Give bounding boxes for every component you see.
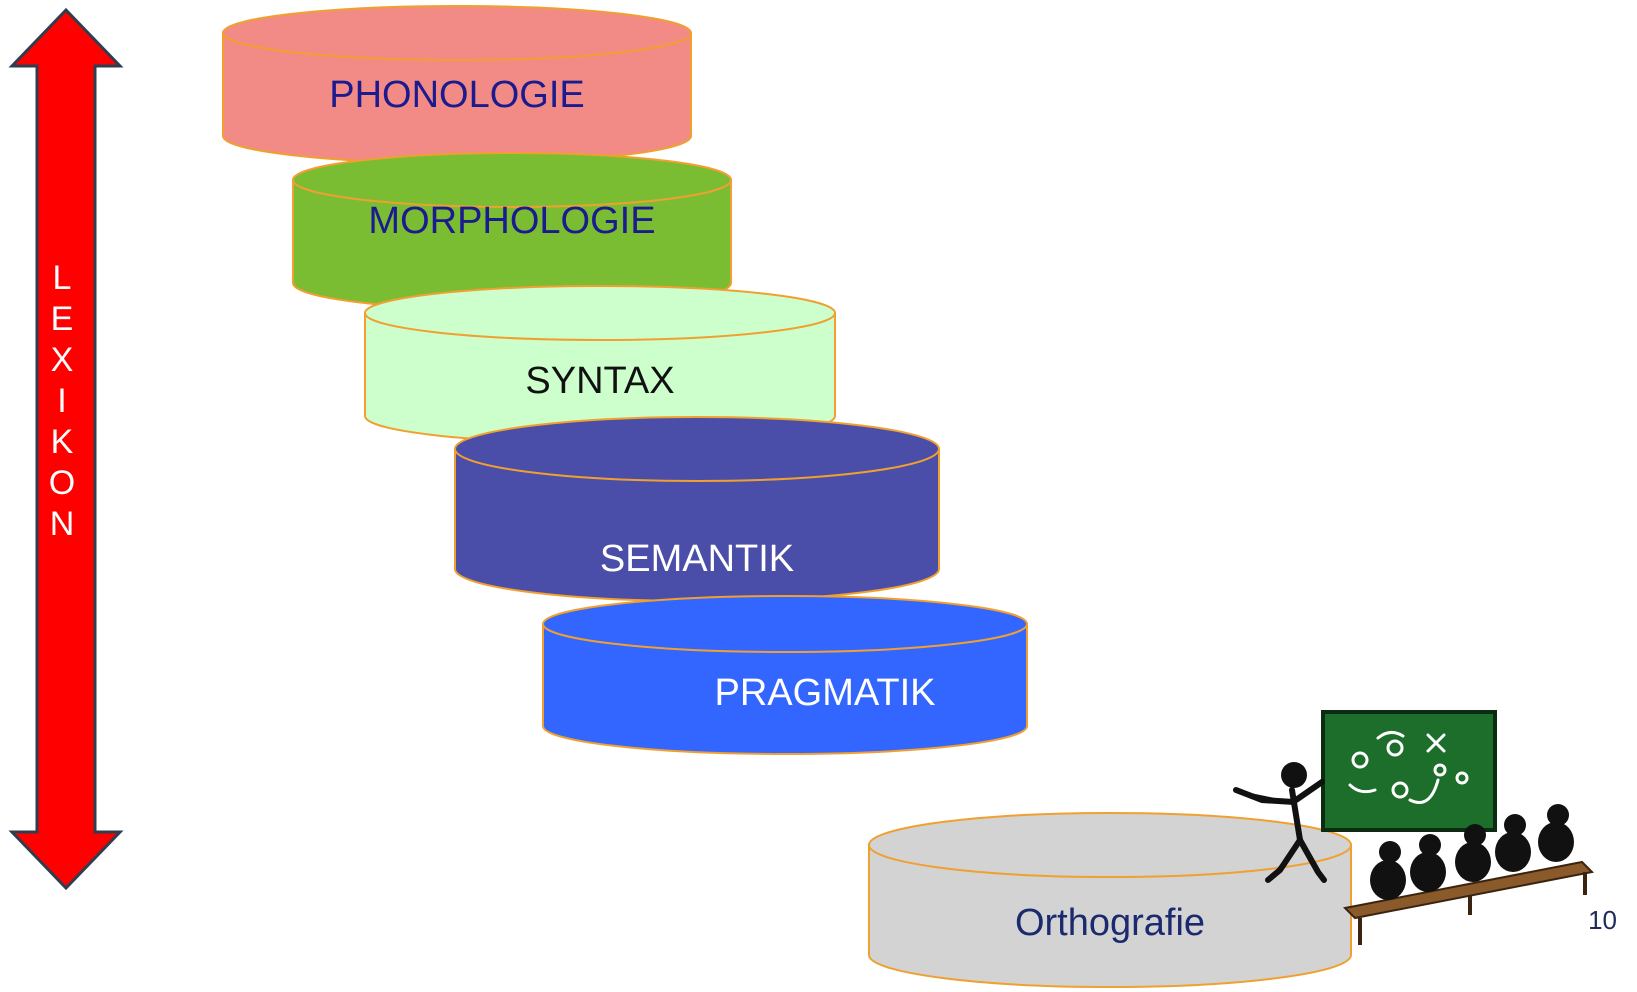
lexikon-label: L E X I K O N [40,258,84,545]
lexikon-letter: I [57,382,67,420]
teacher-classroom-clipart [1233,710,1595,945]
cylinder-pragmatik [542,595,1028,755]
lexikon-letter: N [49,505,75,543]
label-semantik: SEMANTIK [599,538,795,580]
lexikon-letter: L [52,259,72,297]
cylinder-semantik [454,416,940,602]
label-pragmatik: PRAGMATIK [714,672,936,714]
page-number: 10 [1588,905,1617,935]
cylinder-orthografie [868,812,1352,988]
lexikon-letter: X [50,341,74,379]
cylinder-morphologie [292,152,732,311]
lexikon-letter: K [50,423,74,461]
lexikon-letter: E [50,300,74,338]
label-syntax: SYNTAX [525,360,675,402]
label-phonologie: PHONOLOGIE [329,74,585,116]
lexikon-double-arrow [8,7,124,891]
cylinder-phonologie [222,5,692,164]
lexikon-letter: O [48,464,76,502]
label-morphologie: MORPHOLOGIE [368,200,656,242]
label-orthografie: Orthografie [1014,902,1206,944]
cylinder-syntax [364,285,836,444]
